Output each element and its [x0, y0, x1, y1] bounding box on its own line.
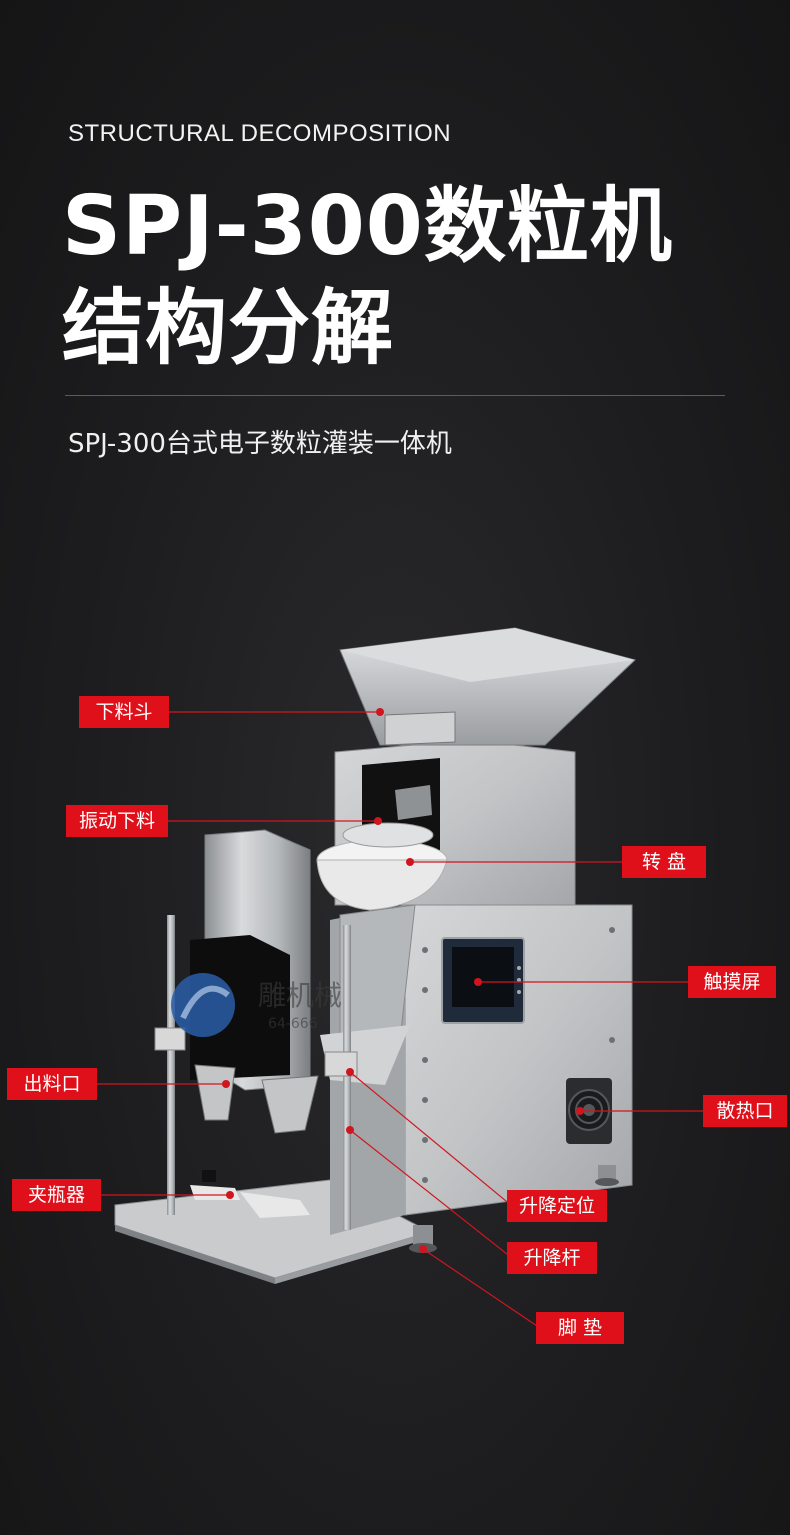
- page-title-line2: 结构分解: [62, 281, 395, 376]
- callout-vent: 散热口: [703, 1095, 787, 1127]
- watermark-logo: [171, 973, 235, 1037]
- feeder-head: [190, 829, 416, 1134]
- watermark-phone: 64-666: [268, 1016, 318, 1032]
- callout-turntable: 转 盘: [622, 846, 706, 878]
- callout-lift-rod: 升降杆: [507, 1242, 597, 1274]
- callout-outlet: 出料口: [7, 1068, 97, 1100]
- turntable: [316, 822, 448, 911]
- subtitle-en: STRUCTURAL DECOMPOSITION: [68, 120, 452, 147]
- callout-clamp: 夹瓶器: [12, 1179, 101, 1211]
- callout-touchscreen: 触摸屏: [688, 966, 776, 998]
- callout-foot: 脚 垫: [536, 1312, 624, 1344]
- machine-illustration: 雕机械 64-666: [114, 627, 636, 1284]
- callout-lift-position: 升降定位: [507, 1190, 607, 1222]
- product-description: SPJ-300台式电子数粒灌装一体机: [68, 429, 452, 459]
- hopper: [339, 627, 636, 746]
- watermark-brand: 雕机械: [258, 979, 342, 1012]
- callout-hopper: 下料斗: [79, 696, 169, 728]
- callout-vibration: 振动下料: [66, 805, 168, 837]
- divider: [65, 395, 725, 396]
- page-title-line1: SPJ-300数粒机: [62, 179, 673, 274]
